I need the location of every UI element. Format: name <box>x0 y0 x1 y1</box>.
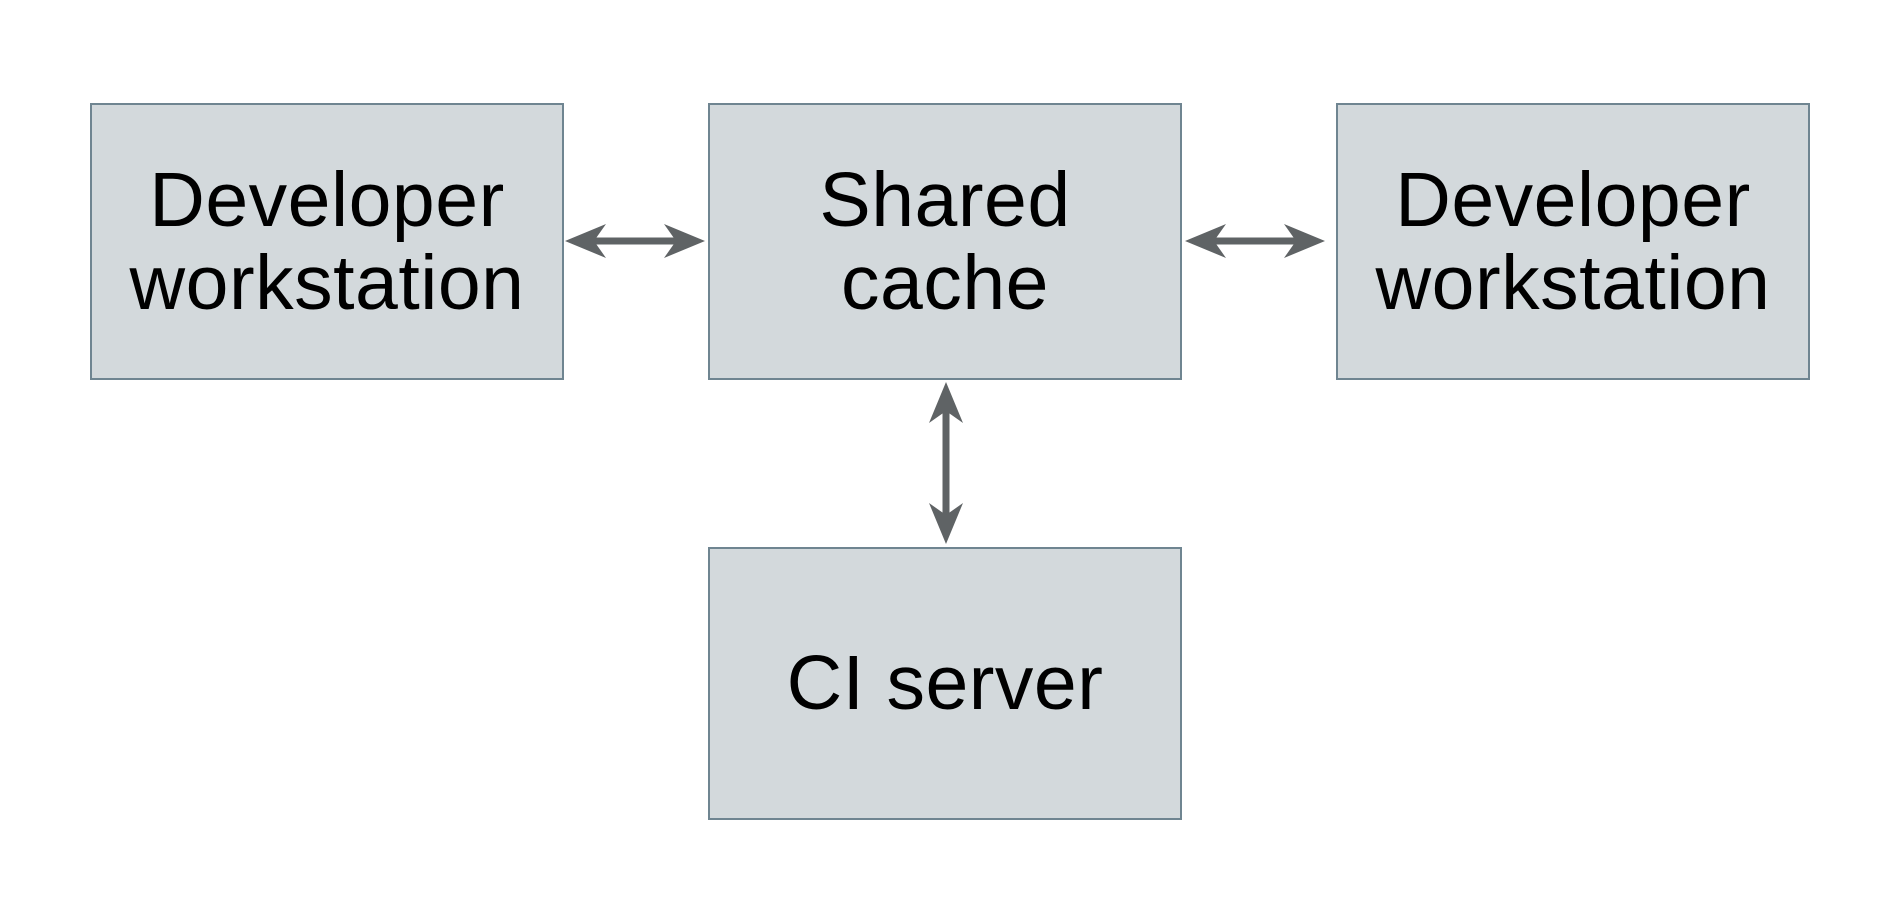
node-developer-workstation-left: Developer workstation <box>90 103 564 380</box>
bidirectional-arrow-left-workstation-cache <box>565 224 705 258</box>
node-developer-workstation-right: Developer workstation <box>1336 103 1810 380</box>
arrow-head-bottom <box>929 503 963 544</box>
arrow-head-top <box>929 382 963 423</box>
node-label: CI server <box>786 640 1104 727</box>
node-ci-server: CI server <box>708 547 1182 820</box>
node-label: Developer workstation <box>129 157 525 326</box>
bidirectional-arrow-cache-ci-server <box>929 382 963 544</box>
arrow-head-right <box>1284 224 1325 258</box>
node-shared-cache: Shared cache <box>708 103 1182 380</box>
node-label: Developer workstation <box>1375 157 1771 326</box>
arrow-head-left <box>565 224 606 258</box>
arrow-head-right <box>664 224 705 258</box>
arrow-shaft <box>1212 237 1298 245</box>
arrow-shaft <box>592 237 678 245</box>
arrow-shaft <box>942 411 950 515</box>
node-label: Shared cache <box>819 157 1071 326</box>
arrow-head-left <box>1185 224 1226 258</box>
bidirectional-arrow-cache-right-workstation <box>1185 224 1325 258</box>
